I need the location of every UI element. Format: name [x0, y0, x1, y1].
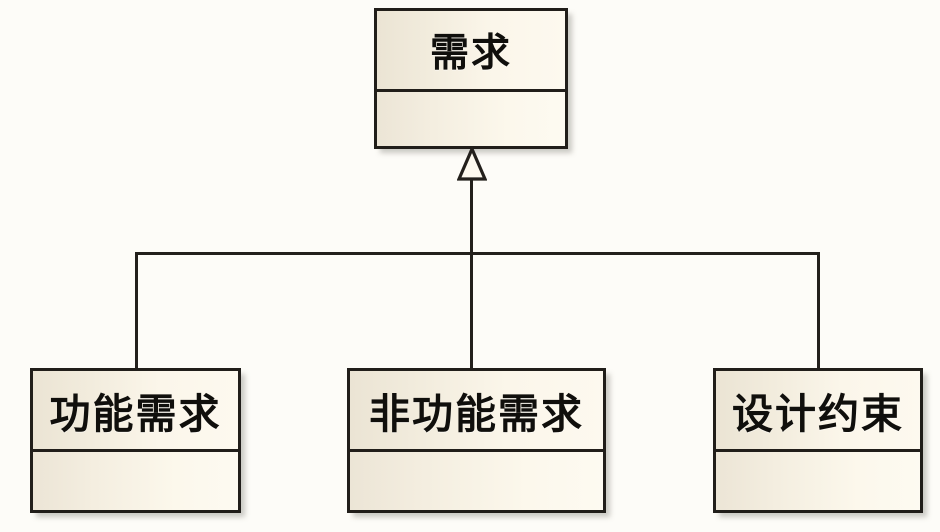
connector-leg-nonfunctional — [470, 252, 473, 370]
class-name-functional: 功能需求 — [49, 390, 222, 438]
class-box-design-constraint[interactable]: 设计约束 — [713, 368, 923, 513]
class-box-requirement[interactable]: 需求 — [374, 8, 568, 149]
connector-stem-parent — [470, 178, 473, 255]
class-compartment-divider — [350, 449, 603, 452]
class-attributes-design-constraint — [716, 452, 920, 510]
generalization-arrowhead-icon — [457, 146, 487, 181]
connector-leg-design-constraint — [817, 252, 820, 370]
class-attributes-nonfunctional — [350, 452, 603, 510]
class-name-requirement: 需求 — [429, 31, 512, 76]
class-compartment-divider — [716, 449, 920, 452]
connector-leg-functional — [135, 252, 138, 370]
class-name-nonfunctional: 非功能需求 — [369, 390, 584, 438]
class-attributes-functional — [33, 452, 238, 510]
connector-horizontal-bus — [135, 252, 820, 255]
class-box-nonfunctional[interactable]: 非功能需求 — [347, 368, 606, 513]
class-name-design-constraint: 设计约束 — [732, 390, 904, 438]
class-box-functional[interactable]: 功能需求 — [30, 368, 241, 513]
class-compartment-divider — [33, 449, 238, 452]
class-compartment-divider — [377, 89, 565, 92]
class-attributes-requirement — [377, 92, 565, 146]
